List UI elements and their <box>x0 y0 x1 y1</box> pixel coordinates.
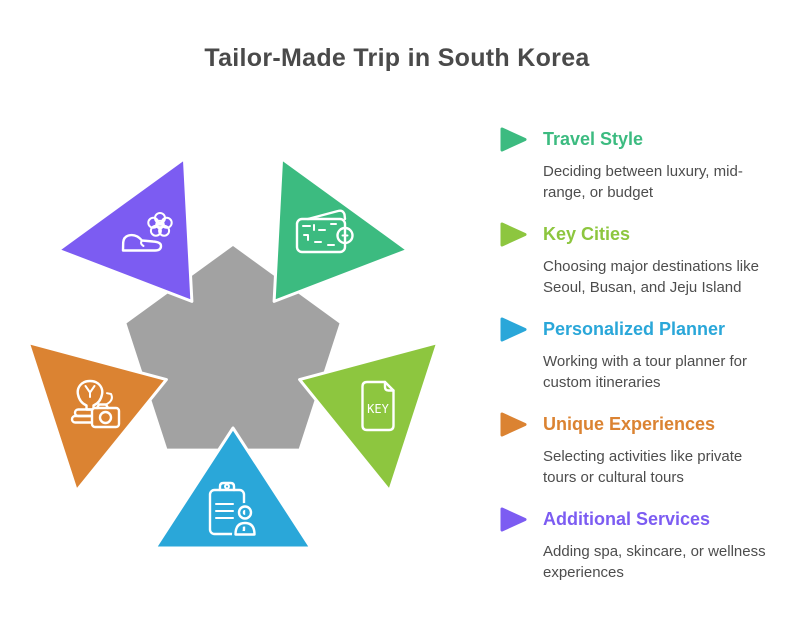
bullet-arrow-icon <box>500 127 527 152</box>
bullet-arrow-icon <box>500 317 527 342</box>
person-glyph <box>231 503 259 538</box>
bullet-arrow-icon <box>500 507 527 532</box>
legend-item-travel-style: Travel Style Deciding between luxury, mi… <box>500 127 794 203</box>
hand-glyph <box>121 233 163 252</box>
cobra-camera-icon <box>70 379 121 429</box>
legend-description: Working with a tour planner for custom i… <box>543 353 747 391</box>
pentagon-diagram: KEY <box>26 157 440 550</box>
wallet-icon <box>295 209 354 254</box>
legend-description: Selecting activities like private tours … <box>543 448 743 486</box>
legend-label: Key Cities <box>543 224 631 244</box>
camera-halo <box>92 408 119 427</box>
clipboard-person-icon <box>208 481 259 538</box>
legend: Travel Style Deciding between luxury, mi… <box>500 0 794 630</box>
legend-item-key-cities: Key Cities Choosing major destinations l… <box>500 222 794 298</box>
legend-description: Adding spa, skincare, or wellness experi… <box>543 543 766 581</box>
legend-label: Personalized Planner <box>543 319 726 339</box>
legend-item-personalized-planner: Personalized Planner Working with a tour… <box>500 317 794 393</box>
legend-label: Travel Style <box>543 129 644 149</box>
page-title: Tailor-Made Trip in South Korea <box>204 44 590 72</box>
bullet-arrow-icon <box>500 412 527 437</box>
legend-description: Choosing major destinations like Seoul, … <box>543 258 759 296</box>
legend-item-unique-experiences: Unique Experiences Selecting activities … <box>500 412 794 488</box>
legend-label: Additional Services <box>543 509 711 529</box>
legend-item-additional-services: Additional Services Adding spa, skincare… <box>500 507 794 583</box>
flower-glyph <box>147 212 173 237</box>
key-document-icon: KEY <box>361 380 395 432</box>
triangle-additional-services <box>56 157 194 303</box>
key-icon-text: KEY <box>367 402 389 416</box>
spa-flower-icon <box>121 212 173 252</box>
bullet-arrow-icon <box>500 222 527 247</box>
camera-glyph <box>90 403 121 429</box>
triangle-key-cities <box>298 341 440 493</box>
legend-description: Deciding between luxury, mid- range, or … <box>543 163 743 201</box>
legend-label: Unique Experiences <box>543 414 716 434</box>
